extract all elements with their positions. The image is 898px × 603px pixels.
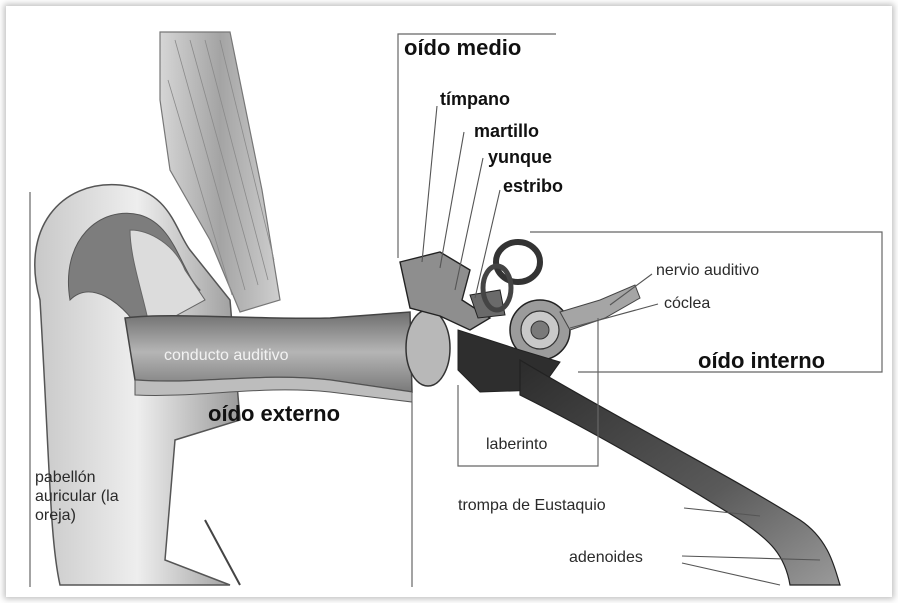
label-timpano: tímpano bbox=[440, 90, 510, 108]
label-yunque: yunque bbox=[488, 148, 552, 166]
label-oido-externo: oído externo bbox=[208, 403, 340, 425]
label-adenoides: adenoides bbox=[569, 550, 643, 566]
label-conducto-auditivo: conducto auditivo bbox=[164, 348, 289, 364]
label-oido-interno: oído interno bbox=[698, 350, 825, 372]
label-martillo: martillo bbox=[474, 122, 539, 140]
cochlea-core bbox=[531, 321, 549, 339]
label-nervio-auditivo: nervio auditivo bbox=[656, 263, 759, 279]
eustachian-tube bbox=[520, 360, 840, 585]
label-trompa-eustaquio: trompa de Eustaquio bbox=[458, 498, 606, 514]
label-laberinto: laberinto bbox=[486, 437, 547, 453]
label-oido-medio: oído medio bbox=[404, 37, 521, 59]
semicircular-canal-1 bbox=[496, 242, 540, 282]
label-coclea: cóclea bbox=[664, 296, 710, 312]
label-pabellon-auricular: pabellón auricular (la oreja) bbox=[35, 468, 145, 526]
eardrum bbox=[406, 310, 450, 386]
lobe-line bbox=[205, 520, 240, 585]
label-estribo: estribo bbox=[503, 177, 563, 195]
